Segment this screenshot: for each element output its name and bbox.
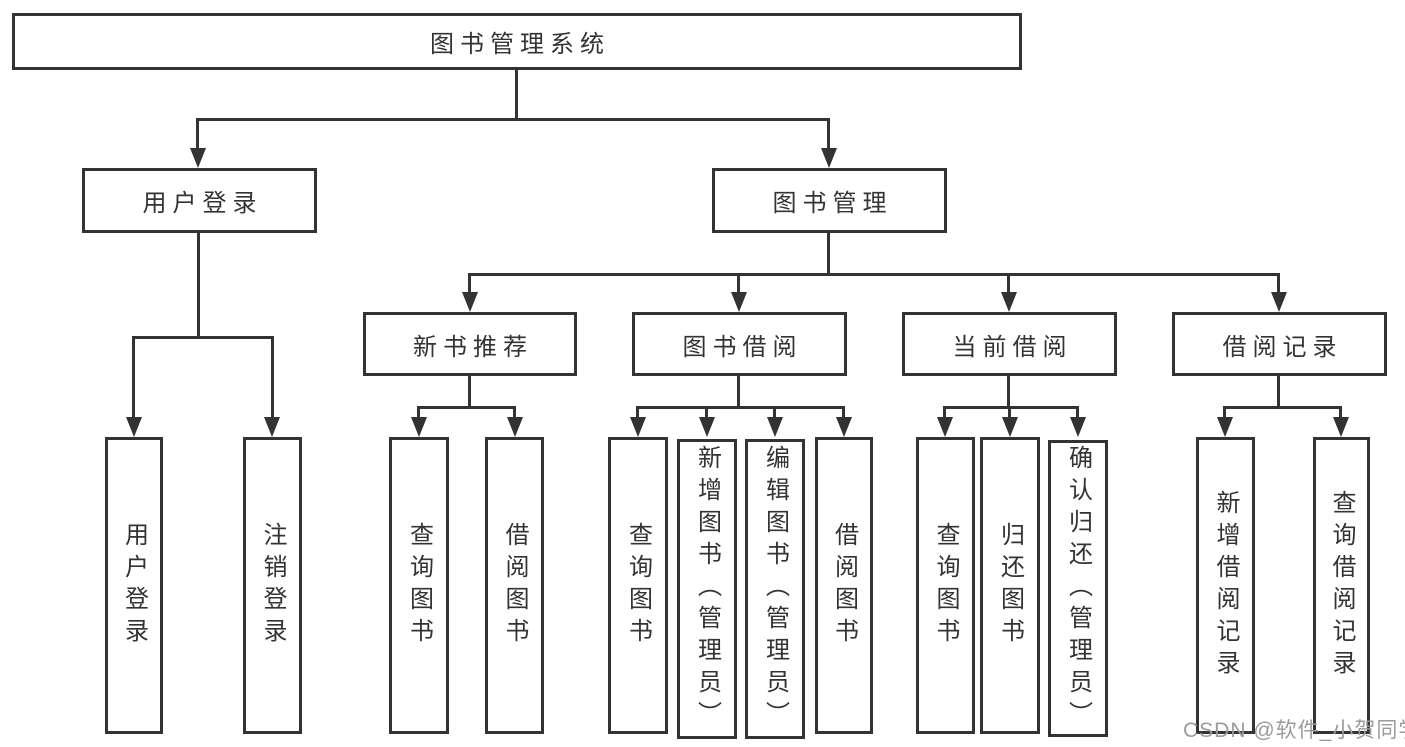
arrow-down-icon: [1271, 292, 1287, 312]
leaf-add-books-admin: 新增图书（管理员）: [677, 439, 737, 739]
connector-line: [1223, 406, 1226, 420]
node-label: 图书管理: [772, 190, 893, 217]
connector-line: [943, 406, 1079, 409]
arrow-down-icon: [1001, 292, 1017, 312]
node-label: 借阅图书: [830, 521, 858, 650]
node-label: 归还图书: [996, 521, 1024, 650]
leaf-add-borrow-record: 新增借阅记录: [1196, 437, 1255, 734]
connector-line: [1007, 273, 1010, 295]
node-label: 用户登录: [142, 190, 263, 217]
connector-line: [417, 406, 420, 420]
leaf-user-login: 用户登录: [105, 437, 163, 734]
leaf-query-books-current: 查询图书: [916, 437, 975, 734]
connector-line: [1008, 406, 1011, 420]
arrow-down-icon: [1333, 417, 1349, 437]
node-new-book-recommend: 新书推荐: [363, 312, 577, 376]
connector-line: [705, 406, 708, 420]
leaf-logout: 注销登录: [243, 437, 302, 734]
leaf-return-books: 归还图书: [980, 437, 1040, 734]
leaf-borrow-books-borrowing: 借阅图书: [815, 437, 873, 734]
connector-line: [636, 406, 639, 420]
arrow-down-icon: [462, 292, 478, 312]
connector-line: [737, 376, 740, 407]
connector-line: [513, 406, 516, 420]
connector-line: [1007, 376, 1010, 407]
node-label: 查询借阅记录: [1328, 489, 1355, 682]
connector-line: [468, 273, 471, 295]
node-label: 查询图书: [624, 521, 652, 650]
node-label: 图书借阅: [682, 333, 803, 361]
arrow-down-icon: [190, 148, 206, 168]
arrow-down-icon: [731, 292, 747, 312]
arrow-down-icon: [937, 417, 953, 437]
leaf-borrow-books-recommend: 借阅图书: [485, 437, 544, 734]
node-label: 注销登录: [259, 521, 286, 650]
connector-line: [468, 273, 1280, 276]
node-label: 当前借阅: [952, 333, 1073, 361]
node-label: 借阅图书: [501, 521, 528, 650]
connector-line: [943, 406, 946, 420]
arrow-down-icon: [411, 417, 427, 437]
leaf-query-books-borrowing: 查询图书: [608, 437, 668, 734]
connector-line: [468, 376, 471, 408]
csdn-watermark: CSDN @软件_小贺同学: [1183, 719, 1405, 742]
connector-line: [1277, 273, 1280, 295]
leaf-query-books-recommend: 查询图书: [389, 437, 449, 734]
connector-line: [737, 273, 740, 295]
node-borrowing-records: 借阅记录: [1172, 312, 1387, 376]
node-label: 图书管理系统: [430, 31, 610, 58]
node-label: 编辑图书（管理员）: [761, 445, 789, 733]
arrow-down-icon: [699, 417, 715, 437]
arrow-down-icon: [1070, 417, 1086, 437]
node-library-system: 图书管理系统: [12, 13, 1022, 70]
arrow-down-icon: [821, 148, 837, 168]
node-label: 新增图书（管理员）: [693, 445, 721, 733]
leaf-confirm-return-admin: 确认归还（管理员）: [1048, 440, 1108, 737]
connector-line: [197, 233, 200, 336]
node-current-borrowing: 当前借阅: [902, 312, 1117, 376]
connector-line: [196, 118, 830, 121]
connector-line: [827, 233, 830, 273]
arrow-down-icon: [264, 417, 280, 437]
arrow-down-icon: [767, 417, 783, 437]
connector-line: [1339, 406, 1342, 420]
node-label: 查询图书: [932, 521, 959, 650]
node-label: 借阅记录: [1222, 333, 1343, 361]
arrow-down-icon: [126, 417, 142, 437]
connector-line: [1076, 406, 1079, 420]
connector-line: [515, 70, 518, 118]
leaf-query-borrow-record: 查询借阅记录: [1313, 437, 1370, 734]
connector-line: [842, 406, 845, 420]
connector-line: [417, 406, 516, 409]
node-label: 用户登录: [120, 521, 148, 650]
connector-line: [827, 118, 830, 152]
connector-line: [132, 336, 135, 419]
node-book-management: 图书管理: [712, 168, 947, 233]
arrow-down-icon: [507, 417, 523, 437]
arrow-down-icon: [630, 417, 646, 437]
node-label: 查询图书: [405, 521, 433, 650]
connector-line: [271, 336, 274, 419]
connector-line: [636, 406, 845, 409]
node-label: 新增借阅记录: [1212, 489, 1239, 682]
arrow-down-icon: [1002, 417, 1018, 437]
connector-line: [196, 118, 199, 152]
node-user-login: 用户登录: [82, 168, 317, 233]
node-book-borrowing: 图书借阅: [632, 312, 847, 376]
leaf-edit-books-admin: 编辑图书（管理员）: [745, 439, 805, 739]
connector-line: [132, 336, 274, 339]
arrow-down-icon: [1217, 417, 1233, 437]
connector-line: [773, 406, 776, 420]
node-label: 确认归还（管理员）: [1064, 444, 1092, 733]
connector-line: [1277, 376, 1280, 407]
connector-line: [1223, 406, 1342, 409]
arrow-down-icon: [836, 417, 852, 437]
node-label: 新书推荐: [413, 333, 533, 361]
